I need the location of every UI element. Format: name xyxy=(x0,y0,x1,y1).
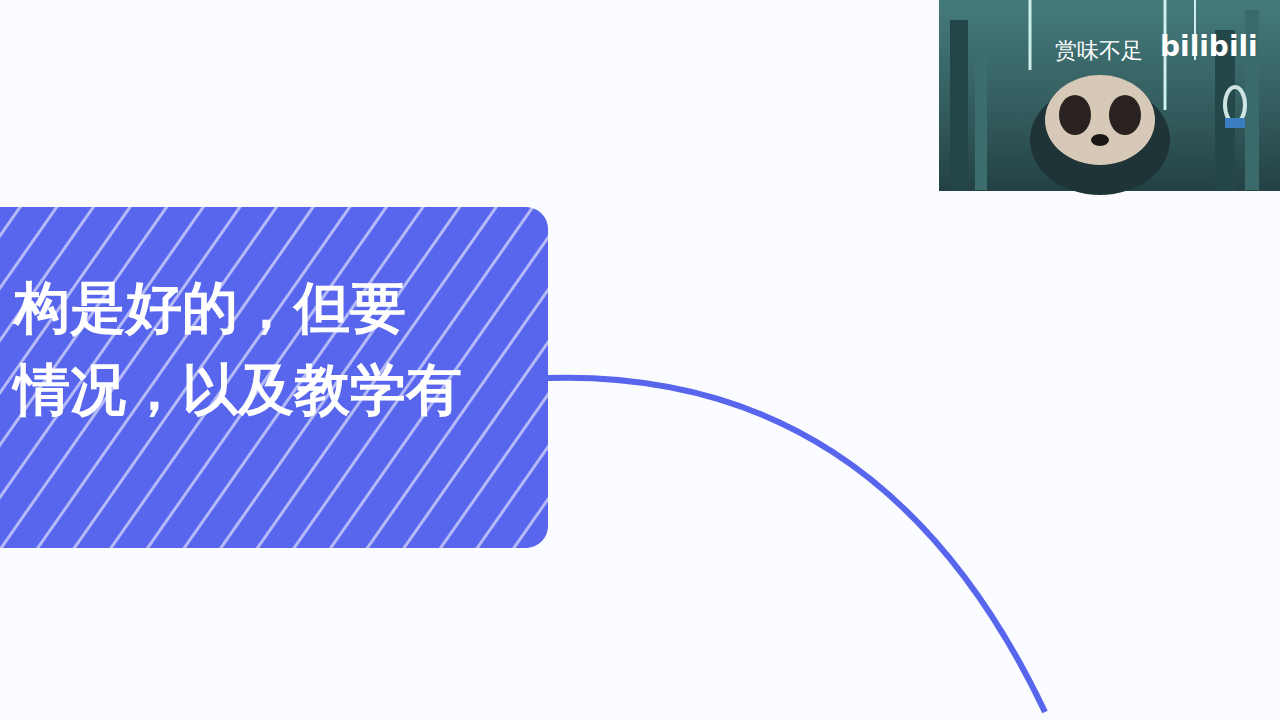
watermark-logo: bilibili xyxy=(1160,30,1258,63)
curve-line xyxy=(548,378,1045,712)
watermark-text: 赏味不足 xyxy=(1055,36,1143,66)
hatched-box: 构是好的，但要 情况，以及教学有 xyxy=(0,207,548,548)
box-text: 构是好的，但要 情况，以及教学有 xyxy=(14,267,514,431)
video-thumbnail xyxy=(939,0,1280,195)
